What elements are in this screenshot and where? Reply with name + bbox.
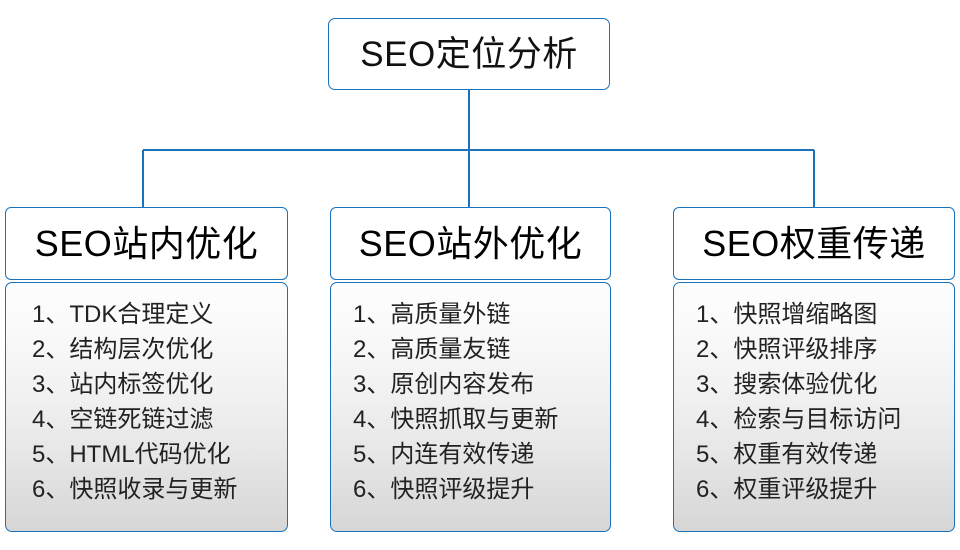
list-item[interactable]: 6、快照评级提升: [353, 476, 535, 503]
branch-list-seo-offsite: 1、高质量外链 2、高质量友链 3、原创内容发布 4、快照抓取与更新 5、内连有…: [330, 282, 611, 532]
list-item[interactable]: 4、快照抓取与更新: [353, 406, 559, 433]
list-item[interactable]: 6、权重评级提升: [696, 476, 878, 503]
list-item[interactable]: 2、高质量友链: [353, 336, 511, 363]
root-node[interactable]: SEO定位分析: [328, 18, 610, 90]
list-item[interactable]: 3、站内标签优化: [32, 371, 214, 398]
list-item[interactable]: 1、TDK合理定义: [32, 301, 214, 328]
list-item[interactable]: 5、权重有效传递: [696, 441, 878, 468]
branch-column-seo-onsite: SEO站内优化 1、TDK合理定义 2、结构层次优化 3、站内标签优化 4、空链…: [5, 207, 288, 532]
list-item[interactable]: 6、快照收录与更新: [32, 476, 238, 503]
list-item[interactable]: 2、快照评级排序: [696, 336, 878, 363]
branch-list-seo-weight: 1、快照增缩略图 2、快照评级排序 3、搜索体验优化 4、检索与目标访问 5、权…: [673, 282, 955, 532]
branch-header-label: SEO站外优化: [358, 222, 583, 264]
list-item[interactable]: 3、搜索体验优化: [696, 371, 878, 398]
root-node-label: SEO定位分析: [360, 34, 578, 74]
branch-header-label: SEO站内优化: [34, 222, 259, 264]
branch-header-seo-offsite[interactable]: SEO站外优化: [330, 207, 611, 280]
branch-header-label: SEO权重传递: [702, 222, 926, 264]
branch-header-seo-weight[interactable]: SEO权重传递: [673, 207, 955, 280]
branch-column-seo-weight: SEO权重传递 1、快照增缩略图 2、快照评级排序 3、搜索体验优化 4、检索与…: [673, 207, 955, 532]
branch-column-seo-offsite: SEO站外优化 1、高质量外链 2、高质量友链 3、原创内容发布 4、快照抓取与…: [330, 207, 611, 532]
list-item[interactable]: 2、结构层次优化: [32, 336, 214, 363]
list-item[interactable]: 5、HTML代码优化: [32, 441, 231, 468]
list-item[interactable]: 3、原创内容发布: [353, 371, 535, 398]
list-item[interactable]: 4、空链死链过滤: [32, 406, 214, 433]
branch-list-seo-onsite: 1、TDK合理定义 2、结构层次优化 3、站内标签优化 4、空链死链过滤 5、H…: [5, 282, 288, 532]
list-item[interactable]: 4、检索与目标访问: [696, 406, 902, 433]
list-item[interactable]: 5、内连有效传递: [353, 441, 535, 468]
list-item[interactable]: 1、快照增缩略图: [696, 301, 878, 328]
branch-header-seo-onsite[interactable]: SEO站内优化: [5, 207, 288, 280]
list-item[interactable]: 1、高质量外链: [353, 301, 511, 328]
